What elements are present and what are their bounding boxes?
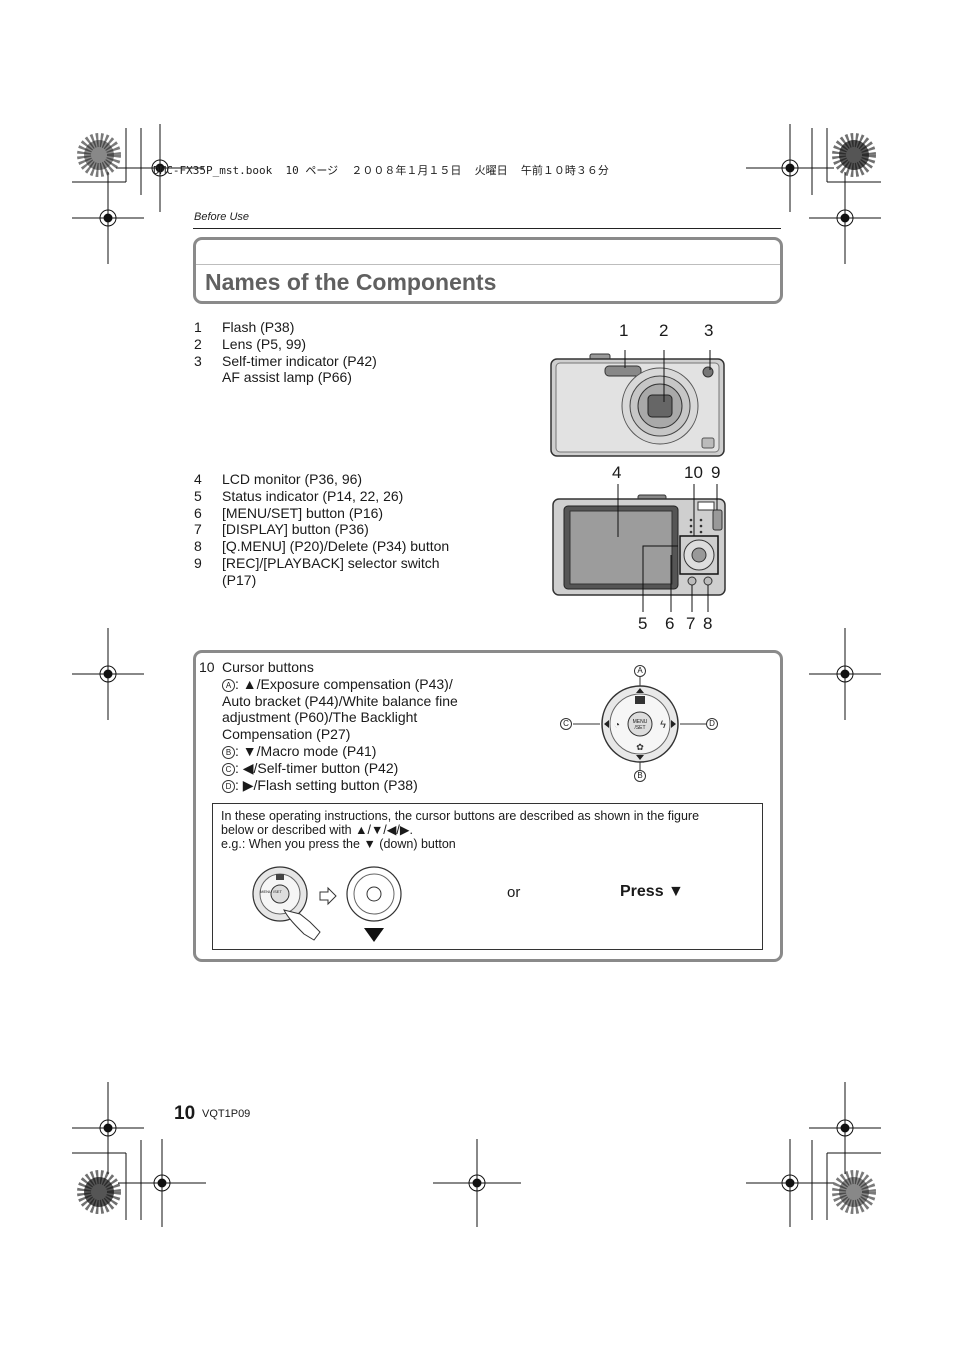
- pad-label-b: B: [637, 771, 643, 780]
- callout-7: 7: [686, 614, 696, 633]
- list-item: 7[DISPLAY] button (P36): [194, 521, 369, 538]
- cursor-pad-diagram: MENU /SET ✿ ◔ ϟ: [560, 665, 718, 782]
- section-divider: [193, 228, 781, 229]
- svg-text:MENU: MENU: [633, 719, 648, 725]
- title-box: Names of the Components: [193, 237, 783, 304]
- callout-2: 2: [659, 321, 669, 340]
- camera-front-illustration: [550, 350, 725, 457]
- list-item: (P17): [222, 571, 257, 588]
- pad-label-c: C: [563, 719, 569, 728]
- cursor-line: D: ▶/Flash setting button (P38): [199, 777, 458, 794]
- cursor-buttons-box: [193, 650, 783, 962]
- pad-label-d: D: [709, 719, 715, 728]
- svg-text:ϟ: ϟ: [660, 719, 666, 731]
- callout-5: 5: [638, 614, 648, 633]
- small-menu-set-label: MENU /SET: [260, 889, 282, 894]
- note-box: [212, 803, 763, 950]
- list-item: 9[REC]/[PLAYBACK] selector switch: [194, 554, 440, 571]
- cursor-line: A: ▲/Exposure compensation (P43)/: [199, 676, 458, 693]
- cursor-pad-icon: MENU /SET ✿ ◔ ϟ: [601, 685, 679, 763]
- title-box-inner-rule: [196, 264, 780, 265]
- cursor-line: C: ◀/Self-timer button (P42): [199, 760, 458, 777]
- list-item: 8[Q.MENU] (P20)/Delete (P34) button: [194, 538, 450, 555]
- callout-9: 9: [711, 463, 721, 482]
- cursor-line: Auto bracket (P44)/White balance fine: [222, 692, 458, 709]
- svg-text:✿: ✿: [636, 742, 644, 752]
- note-line: e.g.: When you press the ▼ (down) button: [221, 837, 456, 851]
- page-number: 10: [174, 1103, 196, 1124]
- callout-6: 6: [665, 614, 675, 633]
- press-example-illustration: [252, 866, 402, 942]
- section-label: Before Use: [194, 211, 250, 223]
- press-down-label: Press ▼: [620, 883, 684, 900]
- callout-8: 8: [703, 614, 713, 633]
- pad-label-a: A: [637, 666, 643, 675]
- list-item: AF assist lamp (P66): [222, 369, 352, 386]
- list-item: 6[MENU/SET] button (P16): [194, 504, 384, 521]
- camera-back-illustration: [552, 484, 726, 612]
- svg-text:/SET: /SET: [634, 725, 645, 731]
- note-line: In these operating instructions, the cur…: [221, 809, 700, 823]
- or-label: or: [507, 884, 521, 901]
- page-title: Names of the Components: [205, 269, 497, 295]
- note-text: In these operating instructions, the cur…: [221, 809, 761, 851]
- callout-4: 4: [612, 463, 622, 482]
- note-line: below or described with ▲/▼/◀/▶.: [221, 823, 413, 837]
- callout-3: 3: [704, 321, 714, 340]
- document-code: VQT1P09: [202, 1108, 251, 1120]
- callout-1: 1: [619, 321, 629, 340]
- callout-10: 10: [684, 463, 703, 482]
- svg-text:◔: ◔: [614, 720, 620, 731]
- cursor-line: B: ▼/Macro mode (P41): [199, 743, 458, 760]
- cursor-line: adjustment (P60)/The Backlight: [222, 709, 418, 726]
- file-info-header: DMC-FX35P_mst.book 10 ページ ２００８年１月１５日 火曜日…: [153, 164, 609, 177]
- cursor-line: Compensation (P27): [222, 726, 351, 743]
